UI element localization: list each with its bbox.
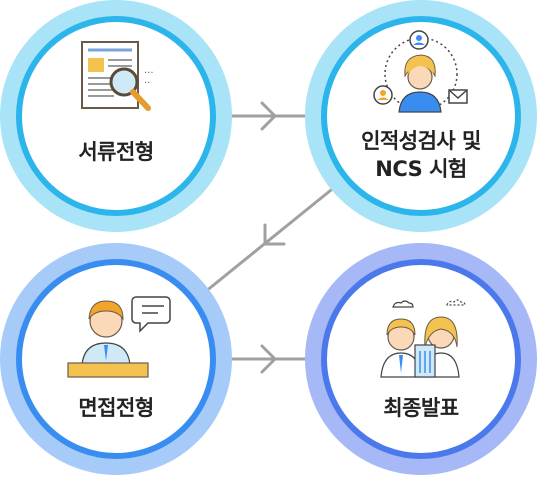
interview-icon bbox=[67, 296, 171, 378]
arrow-head-1-to-2 bbox=[260, 101, 277, 131]
arrow-head-3-to-4 bbox=[260, 344, 277, 374]
step-interview: 면접전형 bbox=[0, 243, 232, 475]
step-label: 서류전형 bbox=[78, 140, 154, 164]
step-label-line-1: 인적성검사 및 bbox=[361, 129, 481, 153]
step-aptitude-ncs-test: 인적성검사 및 NCS 시험 bbox=[305, 0, 537, 232]
step-final-announcement: 최종발표 bbox=[305, 243, 537, 475]
document-search-icon: ··· ·· bbox=[81, 41, 154, 111]
arrow-head-2-to-3 bbox=[263, 223, 286, 246]
step-label-line-2: NCS 시험 bbox=[375, 157, 467, 181]
step-document-screening: ··· ·· 서류전형 bbox=[0, 0, 232, 232]
svg-text:··: ·· bbox=[144, 78, 150, 89]
people-network-icon bbox=[373, 30, 468, 113]
step-label: 최종발표 bbox=[383, 396, 459, 420]
step-circle bbox=[16, 16, 216, 216]
step-label: 면접전형 bbox=[78, 396, 154, 420]
announcement-people-icon bbox=[380, 299, 466, 378]
svg-text:···: ··· bbox=[144, 68, 154, 79]
connector-2-to-3 bbox=[203, 184, 338, 294]
